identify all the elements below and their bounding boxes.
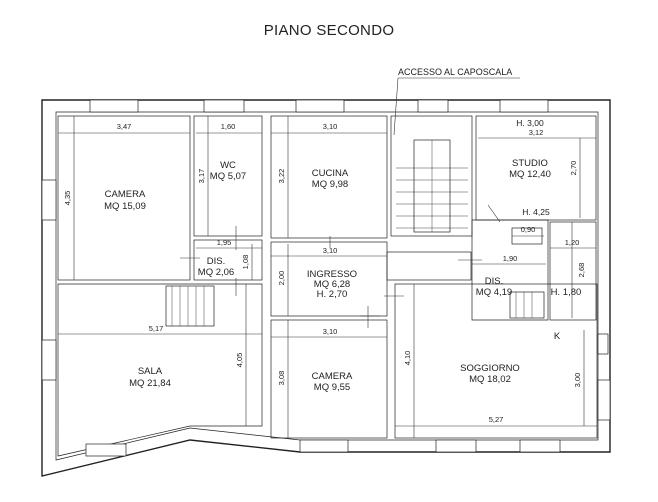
room-soggiorno-outline [394, 283, 598, 439]
doors [180, 204, 501, 328]
studio-name: STUDIO [512, 158, 548, 169]
ingresso-area: MQ 6,28 [314, 279, 350, 290]
room-sala-outline [57, 283, 263, 457]
camera-1-name: CAMERA [105, 189, 146, 200]
sala-width: 5,17 [149, 324, 164, 333]
wc-width: 1,60 [221, 122, 236, 131]
cucina-area: MQ 9,98 [312, 179, 348, 190]
plan-title: PIANO SECONDO [263, 22, 395, 39]
dis-2-extra-height: H. 4,25 [522, 207, 550, 217]
dis-1-name: DIS. [207, 256, 225, 267]
camera-1-area: MQ 15,09 [104, 201, 146, 212]
wc-area: MQ 5,07 [210, 171, 246, 182]
studio-width: 3,12 [529, 128, 544, 137]
camera-2-width: 3,10 [323, 327, 338, 336]
ingresso-width: 3,10 [323, 246, 338, 255]
camera-1-length: 4,35 [63, 191, 72, 206]
access-leader [393, 77, 399, 136]
ingresso-name: INGRESSO [307, 269, 357, 280]
camera-2-name: CAMERA [312, 371, 353, 382]
soggiorno-area: MQ 18,02 [469, 374, 511, 385]
stairwell-outline [390, 115, 473, 237]
soggiorno-kitchen-mark: K [554, 331, 561, 342]
ripostiglio-height: H. 1,80 [551, 287, 582, 298]
windows [41, 99, 611, 457]
room-dis-2-outline [471, 219, 549, 321]
room-ripostiglio-outline [549, 221, 597, 321]
dis-1-area: MQ 2,06 [198, 267, 234, 278]
cucina-name: CUCINA [312, 168, 349, 179]
sala-stair [165, 285, 215, 327]
dis-2-extra-width: 0,90 [521, 225, 536, 234]
wc-length: 3,17 [197, 169, 206, 184]
studio-length: 2,70 [569, 161, 578, 176]
room-camera-1-outline [57, 115, 191, 281]
ripostiglio-length: 2,68 [577, 263, 586, 278]
dis-stair [509, 227, 545, 319]
room-camera-2-outline [270, 319, 388, 439]
dis-1-width: 1,95 [217, 238, 232, 247]
room-wc-outline [193, 115, 263, 237]
camera-2-length: 3,08 [277, 371, 286, 386]
sala-length: 4,05 [235, 353, 244, 368]
soggiorno-width: 5,27 [489, 415, 504, 424]
studio-height: H. 3,00 [516, 118, 544, 128]
camera-2-area: MQ 9,55 [314, 382, 350, 393]
corridor-outline [386, 251, 472, 281]
camera-1-width: 3,47 [117, 122, 132, 131]
sala-name: SALA [138, 366, 163, 377]
soggiorno-length-2: 4,10 [403, 351, 412, 366]
wc-name: WC [220, 160, 236, 171]
ripostiglio-width: 1,20 [565, 238, 580, 247]
studio-area: MQ 12,40 [509, 169, 551, 180]
soggiorno-name: SOGGIORNO [460, 363, 520, 374]
cucina-width: 3,10 [323, 122, 338, 131]
dis-2-width: 1,90 [503, 254, 518, 263]
dis-2-name: DIS. [485, 276, 503, 287]
room-cucina-outline [270, 115, 388, 239]
cucina-length: 3,22 [277, 169, 286, 184]
sala-area: MQ 21,84 [129, 378, 171, 389]
stair-treads [396, 139, 468, 233]
dis-1-length: 1,08 [241, 255, 250, 270]
room-dis-1-outline [193, 239, 263, 281]
access-note: ACCESSO AL CAPOSCALA [398, 67, 512, 77]
dimension-lines [58, 116, 597, 438]
soggiorno-length: 3,00 [573, 373, 582, 388]
ingresso-height: H. 2,70 [317, 289, 348, 300]
dis-2-area: MQ 4,19 [476, 287, 512, 298]
ingresso-length: 2,00 [277, 271, 286, 286]
